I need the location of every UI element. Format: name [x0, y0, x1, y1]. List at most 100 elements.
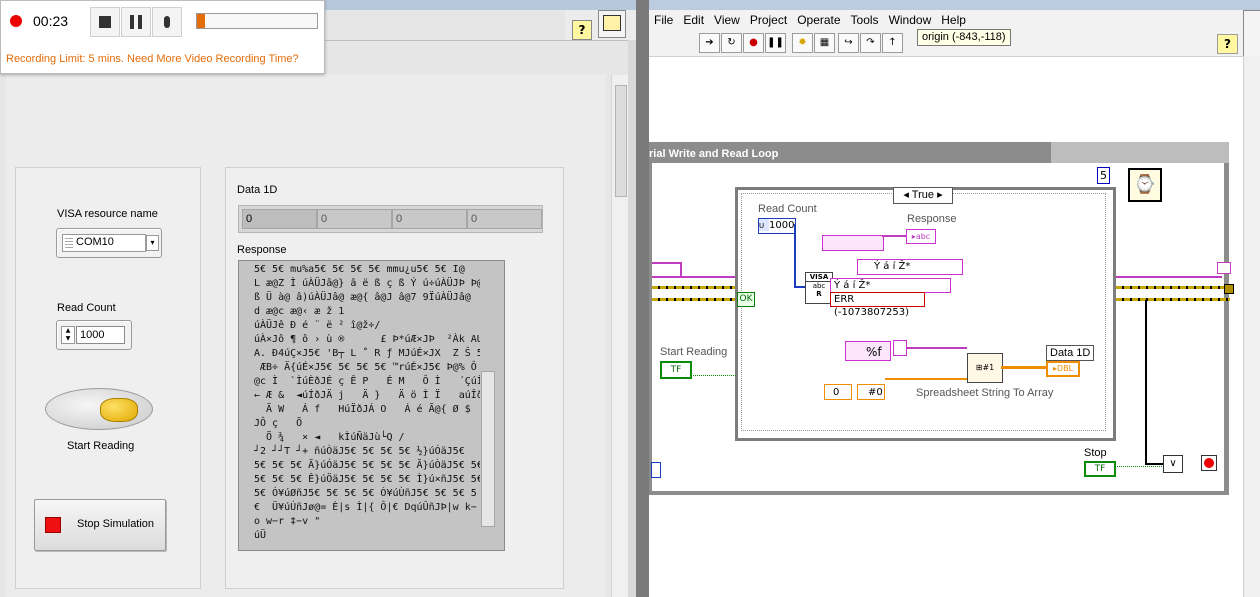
start-reading-button[interactable] [45, 388, 153, 430]
abort-icon[interactable]: ● [743, 33, 764, 53]
step-out-icon[interactable]: ↑ [882, 33, 903, 53]
spreadsheet-string-to-array-node[interactable]: ⊞#1 [967, 353, 1003, 383]
read-count-wire [794, 286, 806, 288]
start-reading-terminal[interactable]: TF [660, 361, 692, 379]
stop-square-icon [99, 16, 111, 28]
microphone-icon [164, 16, 170, 28]
response-value-probe: Ý á í Ž* [857, 259, 963, 275]
wait-ms-icon[interactable]: ⌚ [1128, 168, 1162, 202]
abc-label: abc [812, 282, 826, 290]
menu-bar: File Edit View Project Operate Tools Window Hel… [649, 10, 1260, 30]
string-wire [882, 235, 906, 237]
pause-icon[interactable]: ❚❚ [765, 33, 786, 53]
front-panel-window: ? VISA resource name COM10 ▾ Read Count … [0, 0, 649, 597]
recording-limit-link[interactable]: Recording Limit: 5 mins. Need More Video… [6, 53, 299, 65]
case-selector[interactable]: ◂ True ▸ [893, 187, 953, 204]
data-1d-label: Data 1D [237, 184, 278, 196]
response-terminal[interactable]: ▸abc [906, 229, 936, 244]
scrollbar-thumb[interactable] [615, 85, 627, 197]
array-element[interactable]: 0 [392, 209, 467, 229]
stop-record-button[interactable] [90, 7, 120, 37]
read-count-wire [794, 224, 796, 288]
vi-icon [1243, 10, 1260, 57]
step-into-icon[interactable]: ↪ [838, 33, 859, 53]
run-continuous-icon[interactable]: ↻ [721, 33, 742, 53]
menu-help[interactable]: Help [941, 13, 966, 27]
string-concat-node[interactable] [822, 235, 884, 251]
string-wire [907, 347, 967, 349]
visa-resource-field: COM10 [62, 234, 146, 252]
array-element[interactable]: 0 [242, 209, 317, 229]
run-arrow-icon[interactable]: ➔ [699, 33, 720, 53]
menu-tools[interactable]: Tools [850, 13, 879, 27]
menu-window[interactable]: Window [888, 13, 932, 27]
microphone-button[interactable] [152, 7, 182, 37]
read-buffer-probe: Ý á í Ž* [830, 278, 951, 293]
data-1d-array: 0 0 0 0 [238, 205, 543, 233]
menu-edit[interactable]: Edit [683, 13, 705, 27]
format-string-constant[interactable]: %f [845, 341, 891, 361]
array-element[interactable]: 0 [467, 209, 542, 229]
data-1d-terminal[interactable]: ▸DBL [1046, 361, 1080, 377]
highlight-bulb-icon[interactable]: ✹ [792, 33, 813, 53]
front-scrollbar[interactable] [611, 75, 629, 597]
read-count-terminal-value: 1000 [769, 220, 795, 231]
response-scrollbar[interactable] [481, 371, 495, 527]
help-icon[interactable]: ? [572, 20, 592, 40]
zero-constant[interactable]: 0 [824, 384, 852, 400]
stop-terminal[interactable]: TF [1084, 461, 1116, 477]
n0-constant[interactable]: #0 [857, 384, 885, 400]
loop-condition-terminal[interactable] [1201, 455, 1217, 471]
delimiter-constant[interactable] [893, 340, 907, 356]
error-probe: ERR (-1073807253) [830, 292, 925, 318]
visa-resource-control[interactable]: COM10 ▾ [56, 228, 162, 258]
r-label: R [816, 290, 822, 298]
read-count-control[interactable]: ▲▼ 1000 [56, 320, 132, 350]
response-label: Response [237, 244, 287, 256]
chevron-down-icon[interactable]: ▾ [146, 235, 159, 251]
loop-title-tail [1051, 142, 1229, 163]
window-gap [636, 0, 649, 597]
led-indicator [100, 398, 138, 422]
pause-icon [130, 15, 142, 29]
ok-tunnel: OK [737, 292, 755, 307]
recording-time: 00:23 [33, 13, 69, 29]
stop-icon [45, 517, 61, 533]
audio-level-bar [196, 13, 318, 29]
loop-title-bar: rial Write and Read Loop [649, 147, 1051, 163]
response-indicator: 5€ 5€ mu%a5€ 5€ 5€ 5€ mmu¿u5€ 5€ I@ L æ@… [238, 260, 505, 551]
increment-stepper[interactable]: ▲▼ [61, 326, 75, 344]
case-selector-value: True [911, 189, 935, 201]
visa-resource-label: VISA resource name [57, 208, 158, 220]
pause-button[interactable] [121, 7, 151, 37]
stop-wire [1145, 300, 1147, 465]
or-gate-icon[interactable]: ∨ [1163, 455, 1183, 473]
vi-icon [598, 10, 626, 38]
origin-tooltip: origin (-843,-118) [917, 29, 1011, 46]
bd-toolbar: ➔ ↻ ● ❚❚ ✹ ▦ ↪ ↷ ↑ origin (-843,-118) ? [649, 10, 1260, 57]
help-icon[interactable]: ? [1217, 34, 1238, 54]
left-tunnel [651, 462, 661, 478]
bd-title-strip [649, 0, 1260, 10]
window-border [628, 40, 636, 597]
menu-file[interactable]: File [654, 13, 674, 27]
data-1d-terminal-label: Data 1D [1046, 345, 1095, 361]
menu-operate[interactable]: Operate [797, 13, 841, 27]
menu-view[interactable]: View [714, 13, 740, 27]
retain-wire-icon[interactable]: ▦ [814, 33, 835, 53]
start-reading-terminal-label: Start Reading [660, 346, 728, 358]
visa-read-node[interactable]: VISA abc R [805, 272, 833, 304]
response-terminal-label: Response [907, 213, 957, 225]
wait-constant[interactable]: 5 [1097, 167, 1110, 184]
array-element[interactable]: 0 [317, 209, 392, 229]
stop-wire [1145, 463, 1165, 465]
read-count-terminal-label: Read Count [758, 203, 817, 215]
step-over-icon[interactable]: ↷ [860, 33, 881, 53]
bd-scrollbar[interactable] [1243, 56, 1260, 597]
numeric-wire [885, 378, 969, 380]
read-count-field[interactable]: 1000 [76, 326, 125, 344]
menu-project[interactable]: Project [749, 13, 788, 27]
visa-io-icon [65, 236, 73, 248]
stop-simulation-button[interactable]: Stop Simulation [34, 499, 166, 551]
